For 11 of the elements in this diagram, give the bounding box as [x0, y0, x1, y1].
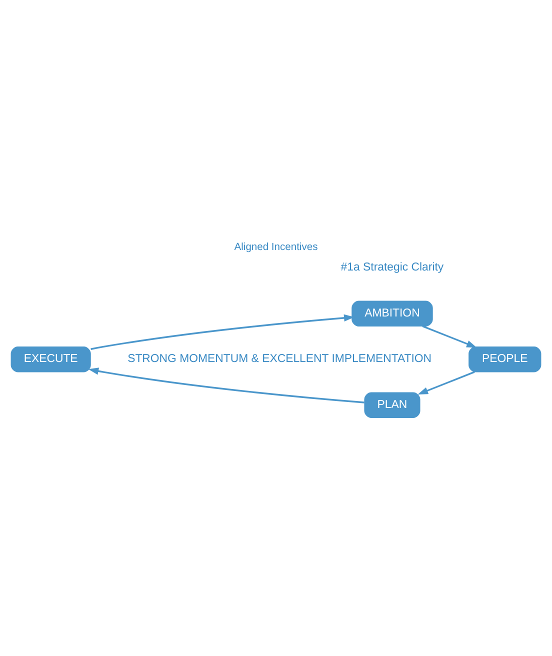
label: STRONG MOMENTUM & EXCELLENT IMPLEMENTATION — [128, 352, 432, 365]
node-box: AMBITION — [352, 300, 433, 326]
arrow — [418, 370, 475, 394]
label: #1a Strategic Clarity — [340, 261, 444, 274]
node-box: PEOPLE — [468, 346, 542, 372]
node-box: EXECUTE — [10, 346, 91, 372]
node-box: PLAN — [364, 392, 420, 418]
arrow — [90, 314, 354, 350]
diagram-title: Aligned Incentives — [234, 241, 318, 252]
arrow — [422, 324, 477, 348]
arrow — [88, 367, 364, 403]
